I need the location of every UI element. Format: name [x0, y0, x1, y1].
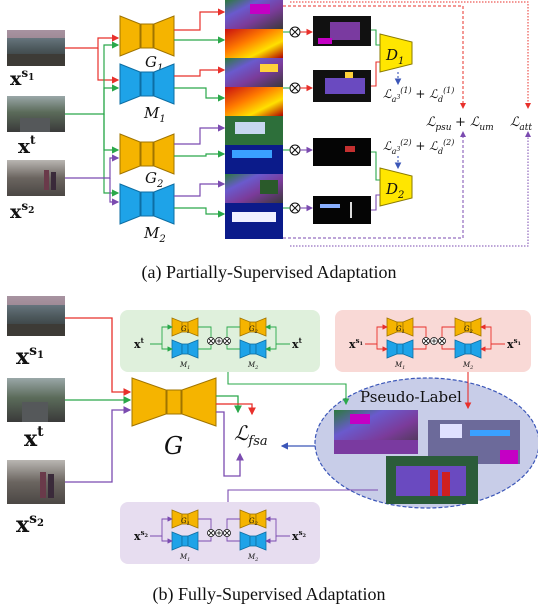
- panel-source2-wires: [150, 516, 290, 544]
- panel-source1-m2-label: M2: [462, 361, 473, 371]
- panel-target-g1-label: G1: [181, 325, 190, 335]
- panel-target-input-right: xt: [292, 336, 303, 351]
- purple-panel-to-ellipse: [227, 489, 378, 502]
- panel-target-g1: [171, 317, 199, 337]
- panel-source1-mult-left: [422, 337, 430, 345]
- photo-xs2-a: [7, 160, 65, 196]
- label-g2: G2: [145, 169, 163, 190]
- label-m1: M1: [143, 104, 166, 125]
- discriminator-d1: [379, 33, 413, 73]
- pseudo-label-maps: [334, 410, 520, 504]
- panel-source2-g2: [239, 509, 267, 529]
- input-connectors-b: [65, 317, 132, 483]
- panel-target-m1: [171, 339, 199, 359]
- panel-source2-mult-left: [207, 529, 215, 537]
- panel-target-mult-right: [223, 337, 231, 345]
- panel-target-wires: [150, 324, 290, 352]
- input-connectors-a: [65, 34, 120, 206]
- output-maps-a: [225, 0, 283, 239]
- loss-plus: +: [455, 115, 466, 130]
- panel-target-g2: [239, 317, 267, 337]
- caption-a: (a) Partially-Supervised Adaptation: [142, 262, 397, 283]
- multiply-nodes-a: [289, 26, 301, 214]
- panel-source2-g1-label: G1: [181, 517, 190, 527]
- panel-source2-m2: [239, 531, 267, 551]
- loss-fsa: ℒfsa: [234, 421, 268, 449]
- panel-target-plus-left: [215, 337, 223, 345]
- panel-source1-g2: [454, 317, 482, 337]
- panel-target-m2: [239, 339, 267, 359]
- label-m2: M2: [143, 224, 166, 245]
- panel-target-m2-label: M2: [247, 361, 258, 371]
- panel-source2-m1-label: M1: [179, 553, 190, 563]
- label-xt-a: xt: [18, 133, 36, 158]
- loss-psu: ℒpsu: [426, 115, 452, 133]
- network-map-connectors-a: [174, 8, 226, 218]
- label-xs2-b: xs2: [16, 511, 44, 538]
- g-to-loss-connectors: [216, 395, 256, 477]
- panel-source1-mult-right: [438, 337, 446, 345]
- panel-source1-plus-left: [430, 337, 438, 345]
- panel-target-input-left: xt: [134, 336, 145, 351]
- discriminator-d2: [379, 167, 413, 207]
- panel-source2-mult-right: [223, 529, 231, 537]
- network-g2: [119, 133, 175, 175]
- panel-source1-wires: [365, 324, 505, 352]
- panel-target-mult-left: [207, 337, 215, 345]
- label-xs2-a: xs2: [10, 199, 34, 223]
- panel-target-m1-label: M1: [179, 361, 190, 371]
- loss-adv1: ℒa3(1) + ℒd(1): [383, 86, 454, 104]
- panel-source1-g2-label: G2: [464, 325, 473, 335]
- panel-source1-m1-label: M1: [394, 361, 405, 371]
- pseudo-label-title: Pseudo-Label: [360, 388, 462, 406]
- panel-source2-m1: [171, 531, 199, 551]
- label-g: G: [164, 432, 183, 460]
- photo-xs2-b: [7, 460, 65, 504]
- green-panel-to-ellipse: [227, 372, 350, 406]
- panel-source1-g1: [386, 317, 414, 337]
- masked-maps-a: [313, 16, 371, 224]
- network-m2: [119, 183, 175, 225]
- panel-target-g2-label: G2: [249, 325, 258, 335]
- panel-source1-g1-label: G1: [396, 325, 405, 335]
- network-g1: [119, 15, 175, 57]
- label-xs1-a: xs1: [10, 66, 34, 90]
- panel-source1-m2: [454, 339, 482, 359]
- network-g: [131, 377, 217, 427]
- loss-adv2: ℒa3(2) + ℒd(2): [383, 138, 454, 156]
- panel-source2-plus-left: [215, 529, 223, 537]
- label-xt-b: xt: [24, 424, 44, 452]
- dashed-loss-paths-a: [283, 1, 531, 247]
- panel-source2-g2-label: G2: [249, 517, 258, 527]
- panel-source2-g1: [171, 509, 199, 529]
- loss-um: ℒum: [470, 115, 494, 133]
- label-xs1-b: xs1: [16, 343, 44, 370]
- panel-source1-m1: [386, 339, 414, 359]
- panel-source2-m2-label: M2: [247, 553, 258, 563]
- caption-b: (b) Fully-Supervised Adaptation: [153, 584, 386, 605]
- loss-att: ℒatt: [510, 115, 532, 133]
- network-m1: [119, 63, 175, 105]
